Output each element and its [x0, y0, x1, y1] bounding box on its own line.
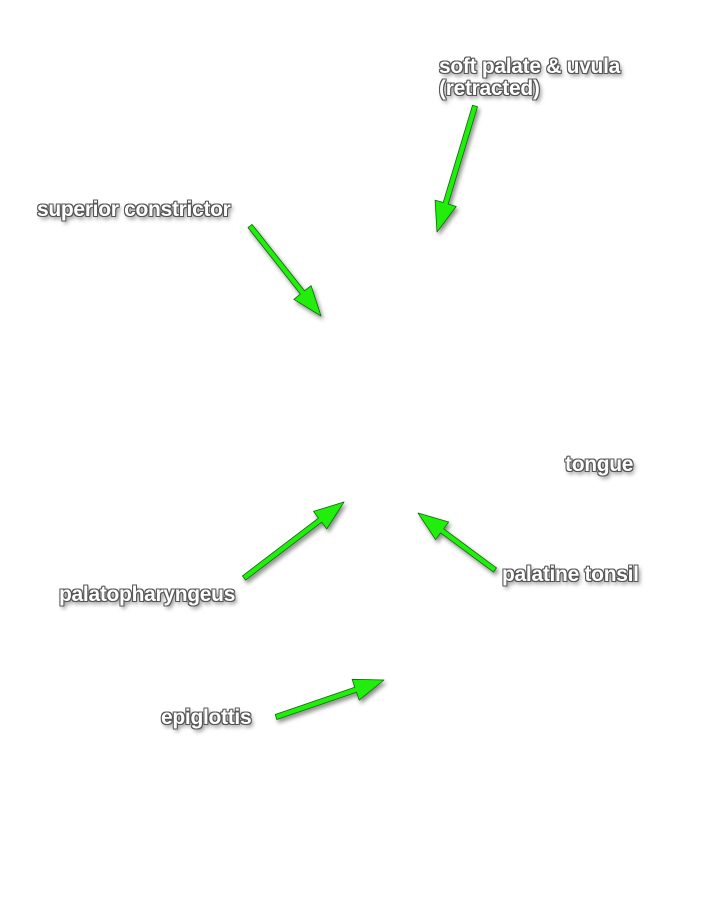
- label-soft-palate-line1: soft palate & uvula: [439, 55, 621, 78]
- label-palatine-tonsil: palatine tonsil: [502, 563, 639, 586]
- label-palatopharyngeus: palatopharyngeus: [59, 583, 236, 606]
- label-superior-constrictor: superior constrictor: [37, 198, 231, 221]
- label-epiglottis: epiglottis: [161, 706, 252, 729]
- label-soft-palate-uvula: soft palate & uvula (retracted): [439, 56, 620, 100]
- arrow-superior-constrictor: [247, 223, 322, 317]
- label-soft-palate-line2: (retracted): [439, 77, 540, 100]
- label-tongue: tongue: [565, 453, 634, 476]
- arrow-soft-palate-uvula: [434, 104, 478, 233]
- arrow-palatine-tonsil: [417, 512, 497, 573]
- arrow-palatopharyngeus: [241, 501, 345, 581]
- arrow-epiglottis: [274, 678, 385, 720]
